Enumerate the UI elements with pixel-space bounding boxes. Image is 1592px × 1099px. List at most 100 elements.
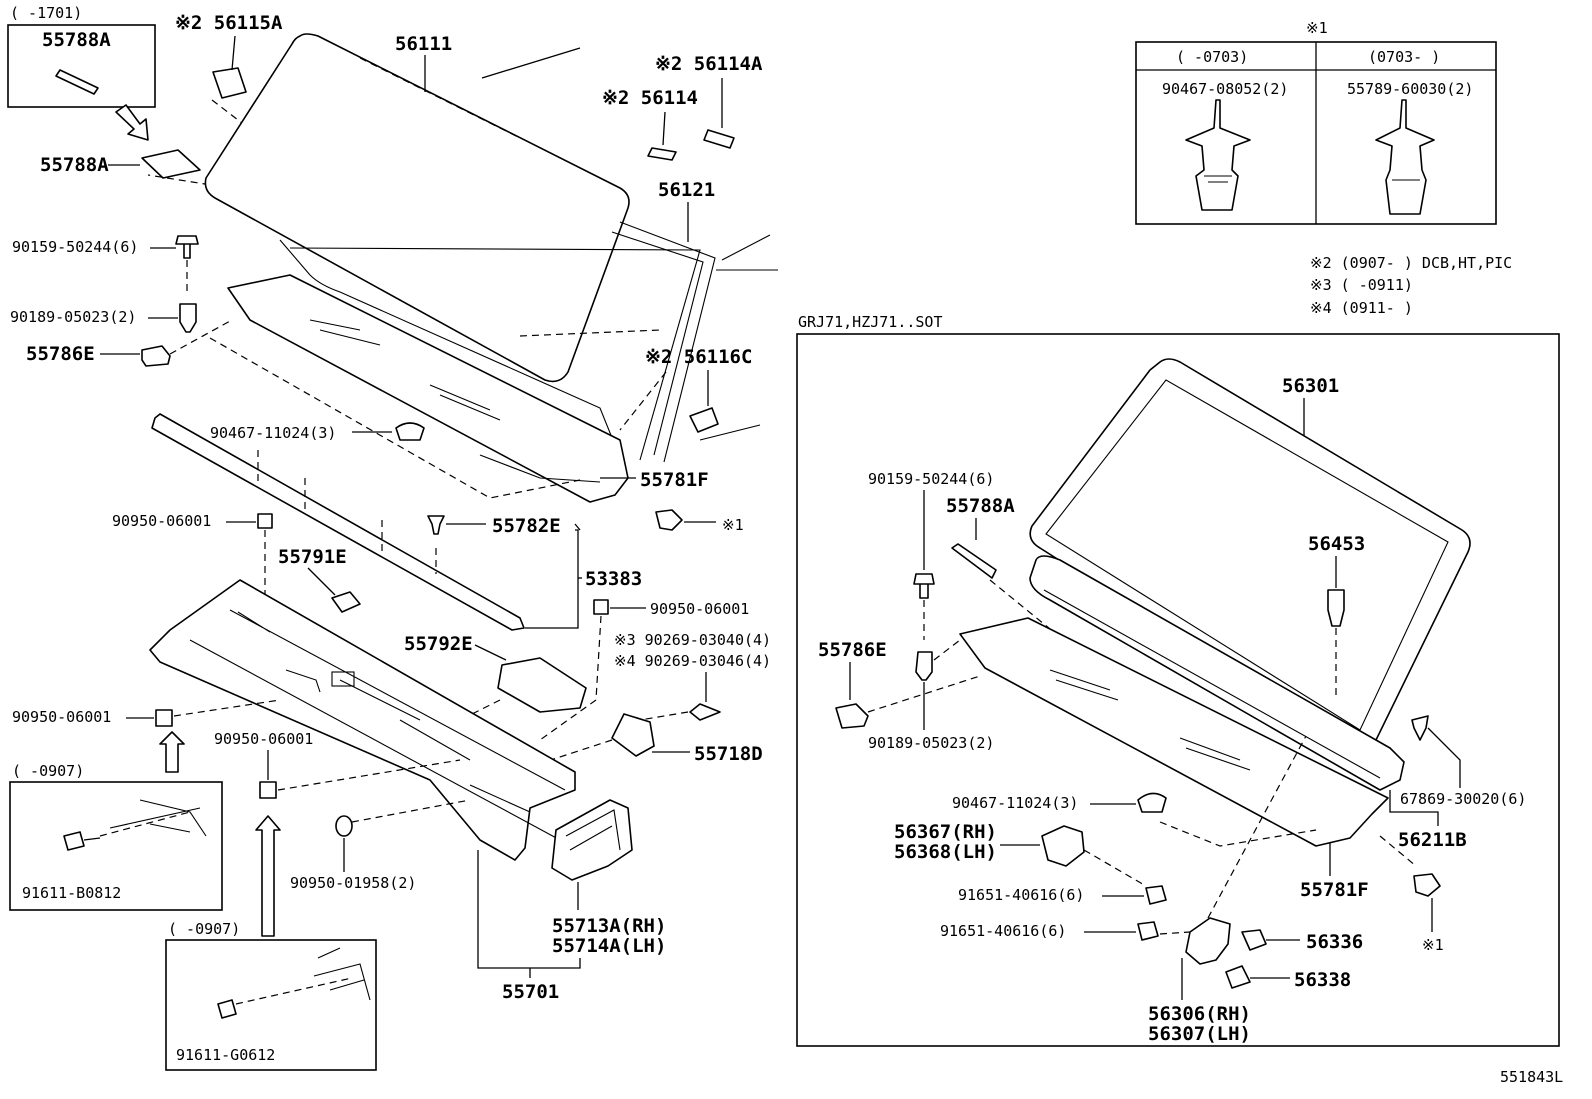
- part-56114: ※2 56114: [602, 87, 698, 109]
- inset-part-67869-30020: 67869-30020(6): [1400, 790, 1526, 808]
- pad-55792E-shape: [497, 657, 587, 713]
- plug-90950-b-shape: [593, 599, 609, 615]
- clip-56336-shape: [1241, 929, 1267, 951]
- inset-part-56211B: 56211B: [1398, 829, 1467, 851]
- part-56114A: ※2 56114A: [655, 53, 763, 75]
- cowl-panel-55701-shape: [149, 579, 576, 861]
- part-55781F: 55781F: [640, 469, 709, 491]
- inset-molding-shape: [1029, 555, 1405, 791]
- clip-56116C-shape: [689, 407, 719, 433]
- range-1701: ( -1701): [10, 4, 82, 22]
- part-55792E: 55792E: [404, 633, 473, 655]
- clip-56338-shape: [1225, 965, 1251, 989]
- inset-pad-55788A-shape: [951, 543, 997, 579]
- clip-55782E-shape: [427, 515, 445, 535]
- inset-title: GRJ71,HZJ71..SOT: [798, 313, 943, 331]
- bracket-56367-shape: [1041, 825, 1085, 867]
- part-90950-01958: 90950-01958(2): [290, 874, 416, 892]
- clip-67869-shape: [1411, 715, 1429, 741]
- part-90950-06001-a: 90950-06001: [112, 512, 211, 530]
- part-55701: 55701: [502, 981, 559, 1003]
- pad-55788A-shape: [141, 149, 201, 179]
- table-col1-range: ( -0703): [1176, 48, 1248, 66]
- inset-cowl-top-shape: [959, 617, 1389, 847]
- plug-90950-d-shape: [259, 781, 277, 799]
- inset-part-56368: 56368(LH): [894, 841, 997, 863]
- part-90159-50244: 90159-50244(6): [12, 238, 138, 256]
- inset-clip-55786E-shape: [835, 703, 869, 729]
- bolt-90159-shape: [175, 235, 199, 259]
- part-53383: 53383: [585, 568, 642, 590]
- part-56111: 56111: [395, 33, 452, 55]
- part-90269-03046: ※4 90269-03046(4): [614, 652, 771, 670]
- clip-55789-60030-shape: [1375, 99, 1435, 215]
- part-55718D: 55718D: [694, 743, 763, 765]
- inset-part-56336: 56336: [1306, 931, 1363, 953]
- bolt-56453-shape: [1327, 589, 1345, 627]
- arrow-up-icon-a: [159, 731, 185, 773]
- inset-part-91651-40616-b: 91651-40616(6): [940, 922, 1066, 940]
- inset-part-55786E: 55786E: [818, 639, 887, 661]
- clip-55786E-shape: [141, 345, 171, 367]
- table-col2-range: (0703- ): [1368, 48, 1440, 66]
- bolt-91611-B-shape: [63, 831, 85, 851]
- table-col2-part: 55789-60030(2): [1347, 80, 1473, 98]
- inset-part-55781F: 55781F: [1300, 879, 1369, 901]
- nut-90189-shape: [179, 303, 197, 333]
- part-90467-11024: 90467-11024(3): [210, 424, 336, 442]
- clip-56115A-shape: [212, 67, 247, 99]
- part-91611-G0612: 91611-G0612: [176, 1046, 275, 1064]
- inset-part-56306: 56306(RH): [1148, 1003, 1251, 1025]
- inset-part-90159-50244: 90159-50244(6): [868, 470, 994, 488]
- clip-90467-shape: [395, 422, 425, 441]
- arrow-up-icon-b: [255, 815, 281, 937]
- part-55782E: 55782E: [492, 515, 561, 537]
- clip-90467-08052-shape: [1185, 99, 1251, 211]
- part-56116C: ※2 56116C: [645, 346, 752, 368]
- clip-56114A-shape: [703, 129, 735, 149]
- inset-box-grj71: [796, 333, 1560, 1047]
- part-56121: 56121: [658, 179, 715, 201]
- part-55788A: 55788A: [40, 154, 109, 176]
- inset-clip-90467-shape: [1137, 792, 1167, 813]
- inset-box-1701: [7, 24, 156, 108]
- part-55713A: 55713A(RH): [552, 915, 666, 937]
- part-55714A: 55714A(LH): [552, 935, 666, 957]
- note-star2: ※2 (0907- ) DCB,HT,PIC: [1310, 254, 1512, 272]
- inset-clip-star1-shape: [1413, 873, 1441, 897]
- seal-strip-shape: [55, 69, 99, 95]
- inset-box-0907-b: [165, 939, 377, 1071]
- inset-star1: ※1: [1422, 936, 1444, 954]
- part-55788A-box: 55788A: [42, 29, 111, 51]
- pad-55791E-shape: [331, 591, 361, 613]
- note-star3: ※3 ( -0911): [1310, 276, 1413, 294]
- inset-box-0907-a: [9, 781, 223, 911]
- inset-nut-90189-shape: [915, 651, 933, 681]
- clip-star1-shape: [655, 509, 683, 531]
- part-56115A: ※2 56115A: [175, 12, 283, 34]
- windshield-glass-shape: [204, 33, 630, 383]
- inset-part-90467-11024: 90467-11024(3): [952, 794, 1078, 812]
- plug-90950-01958-shape: [335, 815, 353, 837]
- inset-part-91651-40616-a: 91651-40616(6): [958, 886, 1084, 904]
- inset-bolt-90159-shape: [913, 573, 935, 599]
- inset-part-56367: 56367(RH): [894, 821, 997, 843]
- star1-a: ※1: [722, 516, 744, 534]
- part-90950-06001-d: 90950-06001: [214, 730, 313, 748]
- range-0907-a: ( -0907): [12, 762, 84, 780]
- hinge-56306-shape: [1185, 917, 1231, 965]
- plug-90950-c-shape: [155, 709, 173, 727]
- inset-part-55788A: 55788A: [946, 495, 1015, 517]
- bracket-55718D-shape: [611, 713, 655, 757]
- inset-part-56307: 56307(LH): [1148, 1023, 1251, 1045]
- clip-56114-shape: [647, 147, 677, 161]
- inset-part-56301: 56301: [1282, 375, 1339, 397]
- plug-90950-a-shape: [257, 513, 273, 529]
- part-90189-05023: 90189-05023(2): [10, 308, 136, 326]
- part-55791E: 55791E: [278, 546, 347, 568]
- part-55786E: 55786E: [26, 343, 95, 365]
- side-bracket-55713A-shape: [551, 799, 633, 881]
- table-header-star: ※1: [1306, 19, 1328, 37]
- bolt-91651-b-shape: [1137, 921, 1159, 941]
